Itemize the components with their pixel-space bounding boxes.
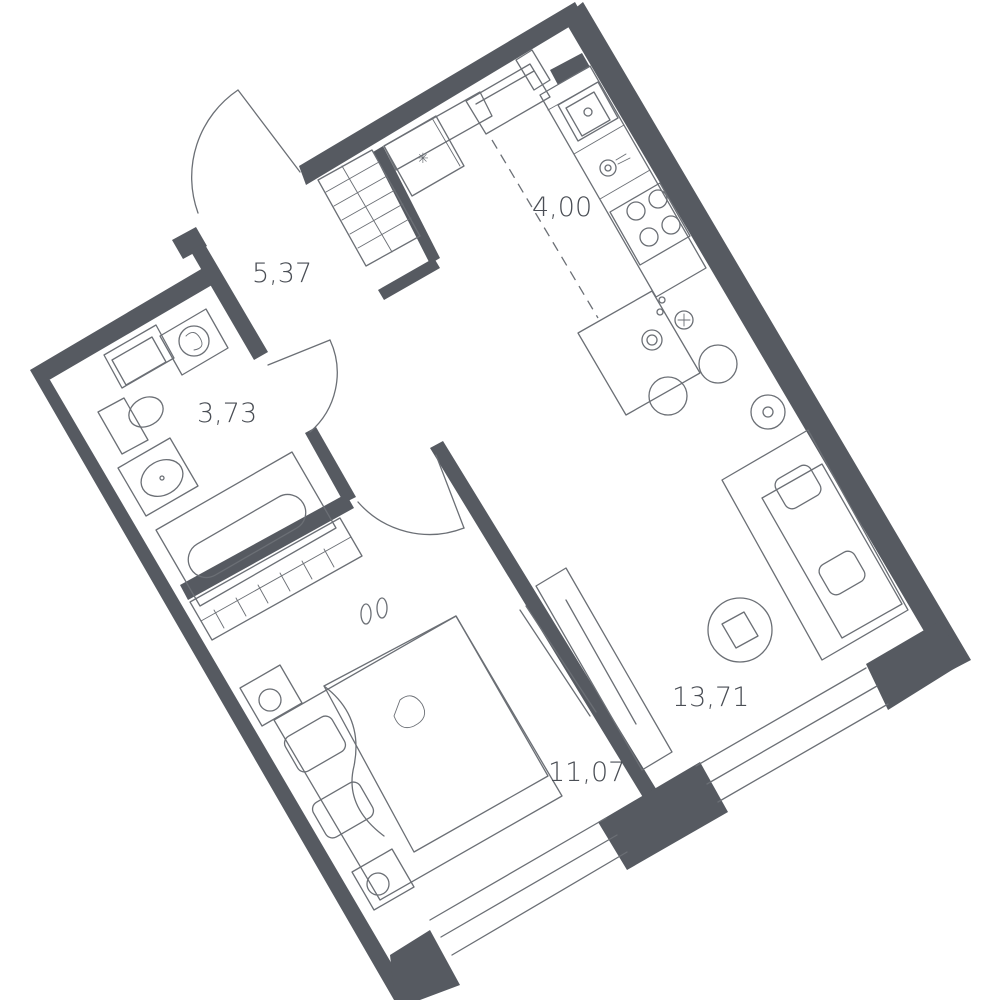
area-labels: 5,37 4,00 3,73 11,07 13,71 — [197, 192, 749, 788]
wall-top-right-segment — [550, 53, 590, 85]
area-label-living: 13,71 — [672, 682, 749, 713]
coffee-table — [707, 597, 773, 663]
area-label-bathroom: 3,73 — [197, 398, 257, 429]
kitchen-zone-boundary — [491, 139, 599, 319]
washbasin-icon — [117, 437, 199, 517]
armchair-icon — [750, 394, 786, 430]
toilet-icon — [97, 396, 164, 455]
dining-table — [577, 290, 701, 416]
area-label-kitchen: 4,00 — [532, 192, 592, 223]
wardrobe-bedroom — [189, 517, 363, 641]
bedroom-furniture — [189, 517, 597, 911]
hall-stub-wall-2 — [190, 243, 268, 360]
nightstand-bottom — [351, 848, 415, 911]
kitchen-counter — [383, 91, 493, 171]
cat-icon — [393, 695, 426, 729]
hob-icon — [609, 182, 691, 266]
slippers-icon — [360, 597, 388, 625]
fridge-unit — [383, 115, 465, 197]
bathroom-fixtures — [97, 308, 337, 607]
washing-machine-icon — [159, 308, 229, 376]
living-furniture — [535, 394, 909, 771]
chair — [698, 344, 738, 384]
pillar-bottom-right — [866, 622, 968, 710]
window-bathroom — [103, 324, 175, 389]
nightstand-top — [239, 664, 303, 727]
window-living — [695, 667, 889, 803]
bedroom-door — [357, 454, 465, 536]
pillar-bottom-middle — [598, 762, 728, 870]
dishwasher-icon — [599, 153, 631, 177]
window-bedroom — [429, 817, 628, 956]
tableware-icon — [641, 296, 694, 351]
area-label-bedroom: 11,07 — [548, 757, 625, 788]
entrance-door — [191, 89, 301, 214]
kitchen-counter-right — [539, 65, 707, 298]
bedroom-living-wall — [430, 441, 658, 799]
exterior-wall-right — [563, 2, 971, 672]
bathroom-top-wall — [30, 268, 212, 383]
walls — [30, 2, 971, 1000]
pillar-bottom-left — [390, 930, 460, 1000]
chair — [648, 376, 688, 416]
exterior-wall-left — [30, 370, 413, 1000]
bath-bedroom-wall — [180, 494, 354, 600]
tv-stand — [535, 567, 673, 771]
bathroom-door — [267, 339, 338, 433]
exterior-wall-top — [299, 2, 584, 185]
hall-stub-wall — [172, 227, 207, 259]
bed — [273, 615, 563, 901]
sofa — [721, 429, 909, 661]
hall-wardrobe — [317, 149, 421, 267]
windows — [103, 49, 889, 956]
tv-bedroom — [519, 605, 597, 717]
bath-right-wall — [305, 427, 356, 503]
area-label-hallway: 5,37 — [252, 258, 312, 289]
niche-wall-bottom — [378, 258, 440, 300]
niche-wall — [373, 146, 440, 264]
snowflake-icon: ✳ — [417, 151, 429, 167]
kitchen-fixtures: ✳ — [383, 65, 738, 416]
bathtub-icon — [155, 451, 337, 607]
doors — [191, 89, 465, 536]
